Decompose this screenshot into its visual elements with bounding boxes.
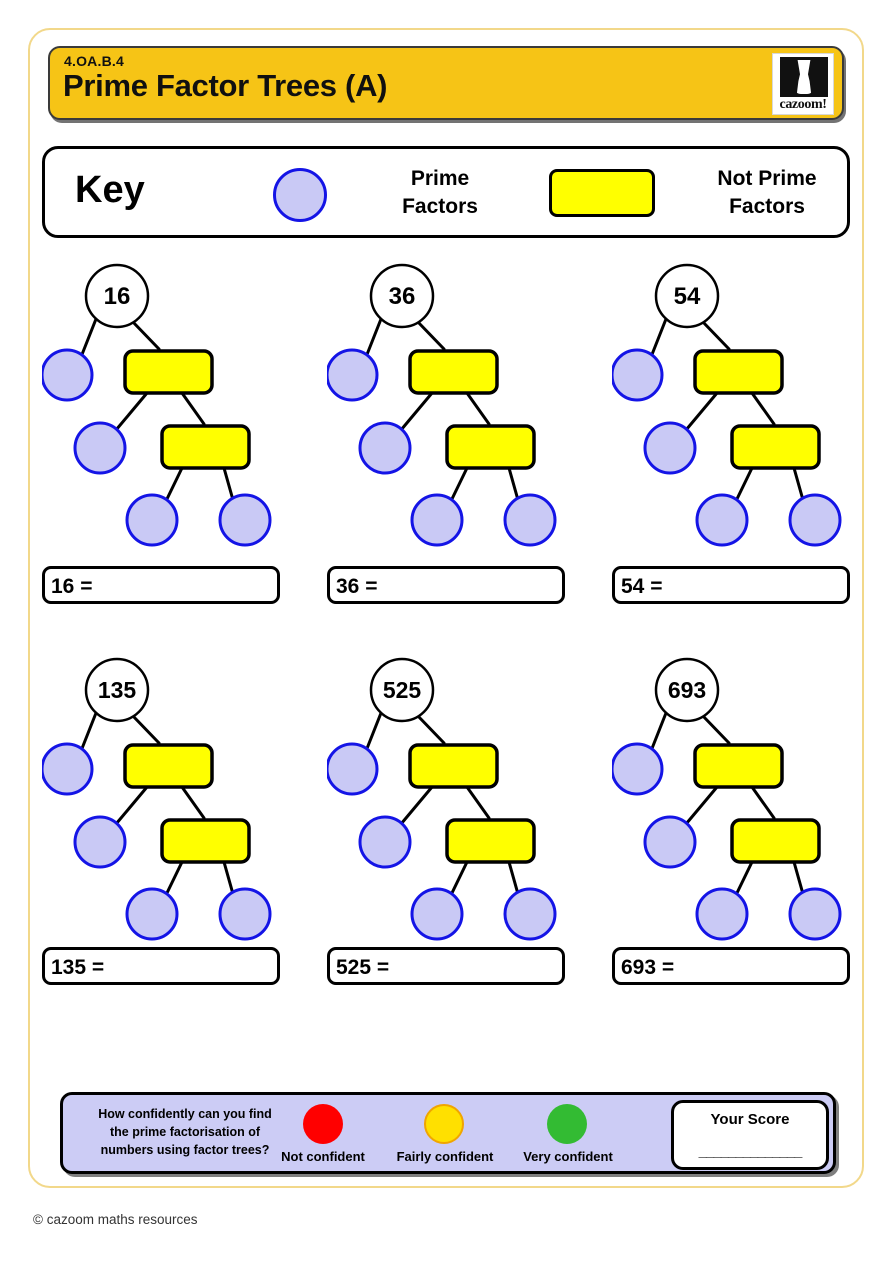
key-not-prime-line1: Not Prime — [717, 167, 817, 190]
answer-prefix-525: 525 = — [336, 956, 390, 979]
key-prime-label: Prime Factors — [365, 165, 515, 221]
confidence-label-not-confident: Not confident — [281, 1149, 365, 1164]
confidence-question-line2: the prime factorisation of — [109, 1125, 261, 1139]
confidence-dot-very-confident[interactable] — [547, 1104, 587, 1144]
answer-box-525[interactable]: 525 = — [327, 947, 565, 985]
logo-vase-icon — [780, 57, 828, 97]
confidence-label-fairly-confident: Fairly confident — [396, 1149, 494, 1164]
answer-prefix-693: 693 = — [621, 956, 675, 979]
standard-code: 4.OA.B.4 — [64, 53, 124, 69]
confidence-dot-not-confident[interactable] — [303, 1104, 343, 1144]
confidence-dot-fairly-confident[interactable] — [424, 1104, 464, 1144]
answer-prefix-135: 135 = — [51, 956, 105, 979]
your-score-box[interactable]: Your Score ______________ — [671, 1100, 829, 1170]
key-prime-line1: Prime — [410, 167, 470, 190]
key-legend: Key Prime Factors Not Prime Factors — [42, 146, 850, 238]
answer-box-36[interactable]: 36 = — [327, 566, 565, 604]
key-not-prime-rect-icon — [549, 169, 655, 217]
answer-box-135[interactable]: 135 = — [42, 947, 280, 985]
page-title: Prime Factor Trees (A) — [63, 68, 388, 103]
answer-box-693[interactable]: 693 = — [612, 947, 850, 985]
answer-box-54[interactable]: 54 = — [612, 566, 850, 604]
confidence-question: How confidently can you find the prime f… — [71, 1105, 299, 1159]
key-prime-line2: Factors — [402, 195, 478, 218]
your-score-blank: ______________ — [698, 1143, 803, 1160]
logo-wordmark: cazoom! — [779, 97, 827, 112]
key-not-prime-line2: Factors — [729, 195, 805, 218]
copyright-notice: © cazoom maths resources — [33, 1212, 198, 1227]
confidence-question-line3: numbers using factor trees? — [100, 1143, 270, 1157]
page-frame — [28, 28, 864, 1188]
answer-prefix-16: 16 = — [51, 575, 93, 598]
key-label: Key — [75, 169, 145, 211]
cazoom-logo: cazoom! — [772, 53, 834, 115]
confidence-question-line1: How confidently can you find — [98, 1107, 272, 1121]
answer-prefix-36: 36 = — [336, 575, 378, 598]
key-prime-circle-icon — [273, 168, 327, 222]
confidence-label-very-confident: Very confident — [523, 1149, 613, 1164]
key-not-prime-label: Not Prime Factors — [677, 165, 857, 221]
title-banner: 4.OA.B.4 Prime Factor Trees (A) cazoom! — [48, 46, 844, 120]
your-score-title: Your Score — [710, 1111, 790, 1128]
answer-prefix-54: 54 = — [621, 575, 663, 598]
confidence-bar: How confidently can you find the prime f… — [60, 1092, 836, 1174]
answer-box-16[interactable]: 16 = — [42, 566, 280, 604]
